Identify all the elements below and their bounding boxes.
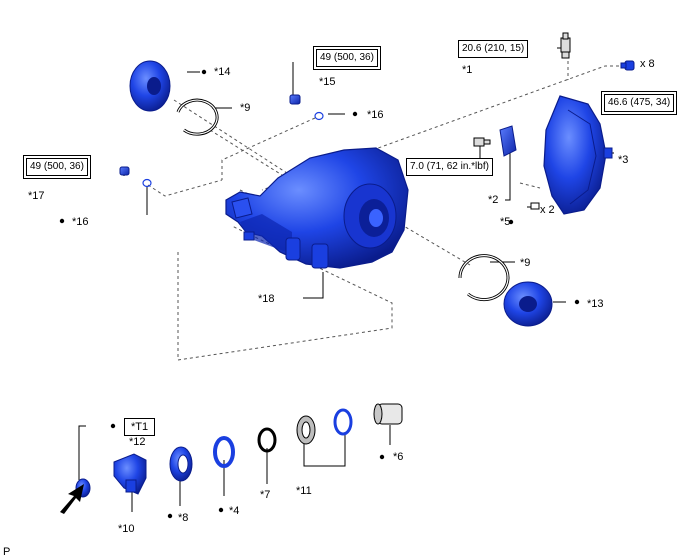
part-label: *1 [462, 64, 473, 76]
part-15-plug [289, 94, 301, 105]
quantity-label: x 2 [540, 204, 555, 216]
part-label: *10 [118, 523, 135, 535]
part-label: *15 [319, 76, 336, 88]
tool-label-t1: *T1 [124, 418, 156, 436]
part-10-flange [113, 453, 147, 495]
part-label: *16 [367, 109, 384, 121]
part-11-bearing [296, 408, 353, 445]
part-5-pin [530, 202, 540, 210]
part-label: *3 [618, 154, 629, 166]
part-7-washer [257, 427, 277, 453]
part-18-differential-carrier [225, 147, 409, 269]
part-label: *16 [72, 216, 89, 228]
part-label: *13 [587, 298, 604, 310]
part-label: *11 [296, 485, 312, 497]
part-8-seal [169, 446, 193, 482]
part-6-sleeve [373, 403, 403, 425]
figure-code: P [3, 546, 11, 558]
leader-lines [78, 47, 614, 512]
part-label: *18 [258, 293, 275, 305]
part-label: *2 [488, 194, 499, 206]
part-2-bracket [473, 125, 517, 157]
part-13-seal [503, 281, 553, 327]
part-label: *12 [129, 436, 146, 448]
part-label: *17 [28, 190, 45, 202]
part-3-cover [543, 95, 613, 215]
torque-spec-1: 20.6 (210, 15) [458, 40, 529, 58]
torque-spec-15: 49 (500, 36) [313, 46, 381, 70]
part-label: *14 [214, 66, 231, 78]
part-label: *5 [500, 216, 511, 228]
part-label: *8 [178, 512, 189, 524]
torque-spec-2: 7.0 (71, 62 in.*lbf) [406, 158, 493, 176]
part-16-gasket-lower [142, 178, 152, 188]
bullet-dots [59, 69, 580, 519]
part-3-bolt [620, 60, 635, 71]
part-9-snap-ring-right [458, 254, 510, 302]
torque-spec-17: 49 (500, 36) [23, 155, 91, 179]
direction-arrow-icon [60, 484, 84, 514]
part-label: *7 [260, 489, 271, 501]
part-label: *9 [520, 257, 531, 269]
part-9-snap-ring-upper [176, 98, 219, 136]
part-16-gasket-upper [314, 111, 324, 121]
part-label: *6 [393, 451, 404, 463]
part-14-seal [129, 60, 171, 112]
part-label: *4 [229, 505, 240, 517]
part-1-breather [560, 32, 571, 59]
part-4-ring [213, 436, 235, 468]
torque-spec-3: 46.6 (475, 34) [600, 91, 678, 115]
part-17-plug [119, 166, 130, 176]
quantity-label: x 8 [640, 58, 655, 70]
part-label: *9 [240, 102, 251, 114]
